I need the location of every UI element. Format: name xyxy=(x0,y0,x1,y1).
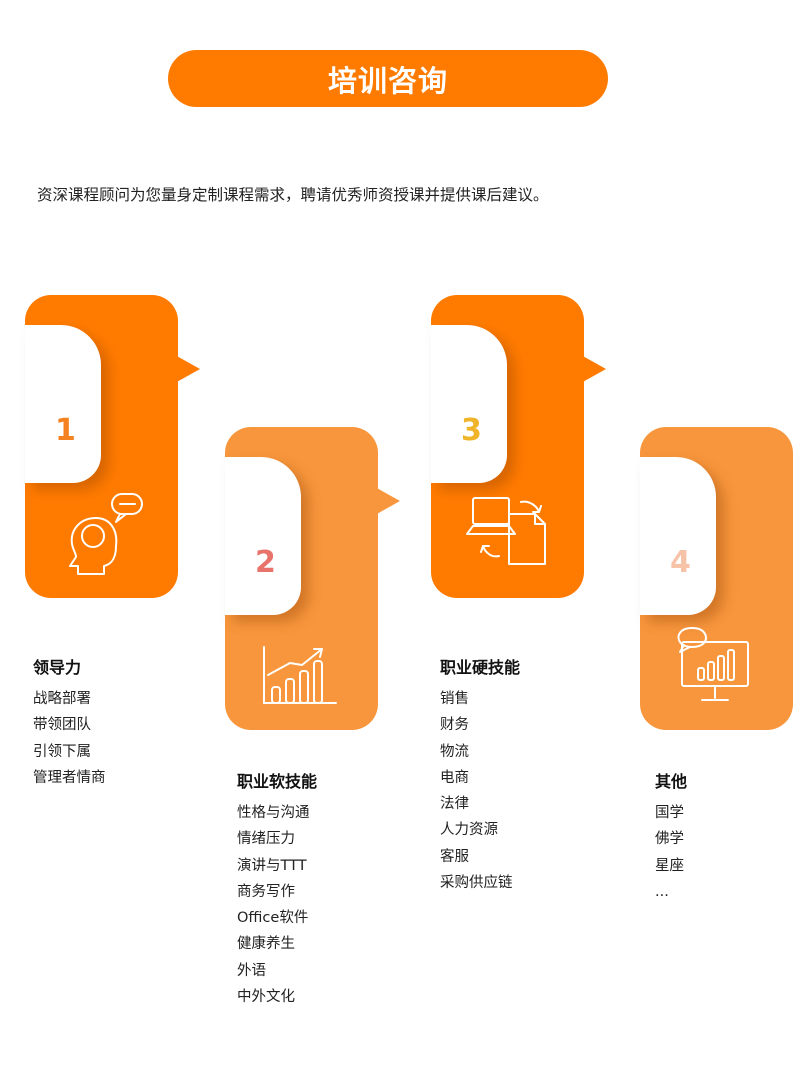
section-heading: 领导力 xyxy=(33,658,82,677)
bar-chart-growth-icon xyxy=(263,646,337,704)
list-item: 中外文化 xyxy=(237,989,295,1006)
list-item: 管理者情商 xyxy=(33,769,106,786)
section-list: 国学 佛学 星座 ... xyxy=(655,800,684,905)
section-number: 1 xyxy=(55,413,76,448)
section-list: 销售 财务 物流 电商 法律 人力资源 客服 采购供应链 xyxy=(440,686,513,896)
section-number: 4 xyxy=(670,545,691,580)
section-card-2: 2 xyxy=(225,427,400,730)
list-item: 客服 xyxy=(440,848,469,865)
card-notch: 3 xyxy=(431,325,507,483)
list-item: 销售 xyxy=(440,691,469,707)
list-item: 物流 xyxy=(440,743,469,760)
card-tab xyxy=(175,355,200,383)
list-item: 财务 xyxy=(440,717,469,734)
list-item: 法律 xyxy=(440,796,469,813)
section-card-1: 1 xyxy=(25,295,200,598)
list-item: Office软件 xyxy=(237,910,309,927)
section-number: 2 xyxy=(255,545,276,580)
list-item: 商务写作 xyxy=(237,883,295,900)
card-notch: 2 xyxy=(225,457,301,615)
head-speech-bubble-icon xyxy=(69,493,143,575)
page-title: 培训咨询 xyxy=(327,63,448,98)
section-heading: 职业硬技能 xyxy=(440,658,521,677)
section-list: 战略部署 带领团队 引领下属 管理者情商 xyxy=(33,686,106,791)
intro-text: 资深课程顾问为您量身定制课程需求，聘请优秀师资授课并提供课后建议。 xyxy=(37,186,549,204)
list-item: 采购供应链 xyxy=(440,875,513,892)
laptop-document-sync-icon xyxy=(466,497,546,565)
list-item: 电商 xyxy=(440,769,469,786)
list-item: 战略部署 xyxy=(33,691,91,707)
section-number: 3 xyxy=(461,413,482,448)
card-tab xyxy=(375,487,400,515)
section-list: 性格与沟通 情绪压力 演讲与TTT 商务写作 Office软件 健康养生 外语 … xyxy=(237,800,310,1010)
list-item: 性格与沟通 xyxy=(237,805,310,821)
list-item: 健康养生 xyxy=(237,936,295,953)
card-notch: 1 xyxy=(25,325,101,483)
page-title-banner: 培训咨询 xyxy=(168,50,608,107)
section-heading: 其他 xyxy=(655,772,688,791)
list-item: 带领团队 xyxy=(33,717,91,734)
list-item: 人力资源 xyxy=(440,822,498,839)
list-item: 国学 xyxy=(655,805,684,821)
list-item: 星座 xyxy=(655,857,684,874)
list-item: 演讲与TTT xyxy=(237,857,307,874)
section-card-3: 3 xyxy=(431,295,606,598)
list-item: 佛学 xyxy=(655,831,684,848)
list-item: 引领下属 xyxy=(33,743,91,760)
monitor-chart-icon xyxy=(677,627,749,701)
section-heading: 职业软技能 xyxy=(237,772,318,791)
card-notch: 4 xyxy=(640,457,716,615)
section-card-4: 4 xyxy=(640,427,793,730)
list-item: ... xyxy=(655,883,669,900)
list-item: 外语 xyxy=(237,962,266,979)
list-item: 情绪压力 xyxy=(237,831,295,848)
card-tab xyxy=(581,355,606,383)
